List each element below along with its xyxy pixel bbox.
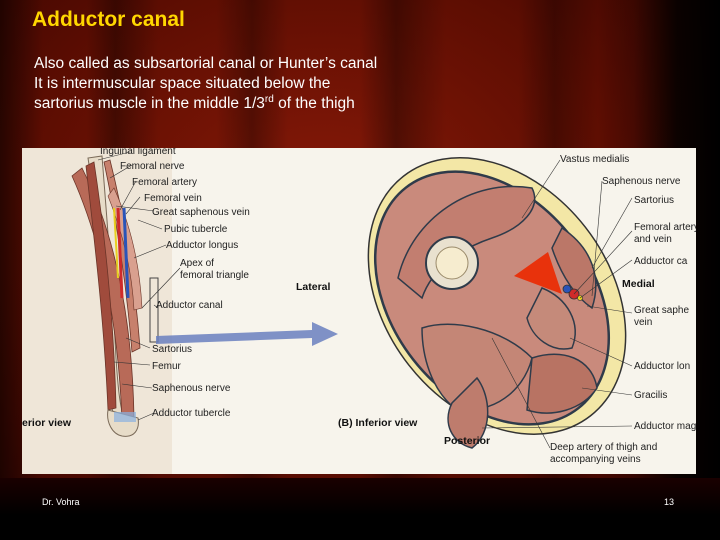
- anatomy-illustration: Inguinal ligament Femoral nerve Femoral …: [22, 148, 696, 474]
- label-deep-artery-1: Deep artery of thigh and: [550, 442, 657, 453]
- body-line-1: Also called as subsartorial canal or Hun…: [34, 55, 378, 72]
- label-adductor-canal-right: Adductor ca: [634, 256, 688, 267]
- label-inguinal-ligament: Inguinal ligament: [100, 148, 176, 157]
- label-deep-artery-2: accompanying veins: [550, 454, 641, 465]
- anterior-thigh-drawing: [22, 148, 172, 474]
- label-sartorius-right: Sartorius: [634, 195, 674, 206]
- label-pubic-tubercle: Pubic tubercle: [164, 224, 228, 235]
- body-line-2: It is intermuscular space situated below…: [34, 75, 331, 92]
- label-femoral-artery: Femoral artery: [132, 177, 197, 188]
- label-apex-line-2: femoral triangle: [180, 270, 249, 281]
- body-line-3-end: of the thigh: [273, 95, 355, 112]
- label-adductor-tubercle: Adductor tubercle: [152, 408, 231, 419]
- canal-pointer-arrow: [514, 252, 562, 294]
- label-apex-line-1: Apex of: [180, 258, 214, 269]
- label-saphenous-nerve-left: Saphenous nerve: [152, 383, 231, 394]
- label-medial: Medial: [622, 278, 655, 290]
- label-adductor-canal-left: Adductor canal: [156, 300, 223, 311]
- body-line-3: sartorius muscle in the middle 1/3rd of …: [34, 94, 464, 114]
- slide-title: Adductor canal: [32, 8, 185, 31]
- label-femoral-artery-right-2: and vein: [634, 234, 672, 245]
- label-vastus-medialis: Vastus medialis: [560, 154, 629, 165]
- author-footer: Dr. Vohra: [42, 497, 80, 507]
- label-saphenous-nerve-right: Saphenous nerve: [602, 176, 681, 187]
- label-posterior: Posterior: [444, 435, 490, 447]
- left-leader-lines: [97, 151, 181, 421]
- body-line-3-main: sartorius muscle in the middle 1/3: [34, 95, 265, 112]
- anatomy-figure: Inguinal ligament Femoral nerve Femoral …: [22, 148, 696, 474]
- stage-floor: [0, 478, 720, 540]
- label-femoral-nerve: Femoral nerve: [120, 161, 185, 172]
- slide-number: 13: [664, 497, 675, 507]
- slide-body-text: Also called as subsartorial canal or Hun…: [34, 54, 464, 114]
- label-anterior-view: erior view: [22, 417, 72, 429]
- label-adductor-longus: Adductor longus: [166, 240, 238, 251]
- right-labels: Vastus medialis Saphenous nerve Sartoriu…: [550, 154, 696, 465]
- label-great-saphenous-vein: Great saphenous vein: [152, 207, 250, 218]
- label-great-saphenous-right-2: vein: [634, 317, 652, 328]
- label-great-saphenous-right-1: Great saphe: [634, 305, 689, 316]
- label-sartorius-left: Sartorius: [152, 344, 192, 355]
- label-femur: Femur: [152, 361, 182, 372]
- left-labels: Inguinal ligament Femoral nerve Femoral …: [22, 148, 250, 429]
- label-gracilis: Gracilis: [634, 390, 667, 401]
- right-leader-lines: [481, 159, 633, 449]
- thigh-cross-section: [367, 157, 627, 449]
- label-adductor-magnus: Adductor mag: [634, 421, 696, 432]
- center-labels: Lateral Medial Posterior (B) Inferior vi…: [296, 278, 655, 447]
- label-adductor-longus-right: Adductor lon: [634, 361, 690, 372]
- view-direction-arrow: [156, 322, 338, 346]
- ordinal-superscript: rd: [264, 93, 274, 105]
- label-lateral: Lateral: [296, 281, 331, 293]
- label-femoral-vein: Femoral vein: [144, 193, 202, 204]
- label-femoral-artery-right-1: Femoral artery: [634, 222, 696, 233]
- label-inferior-view: (B) Inferior view: [338, 417, 418, 429]
